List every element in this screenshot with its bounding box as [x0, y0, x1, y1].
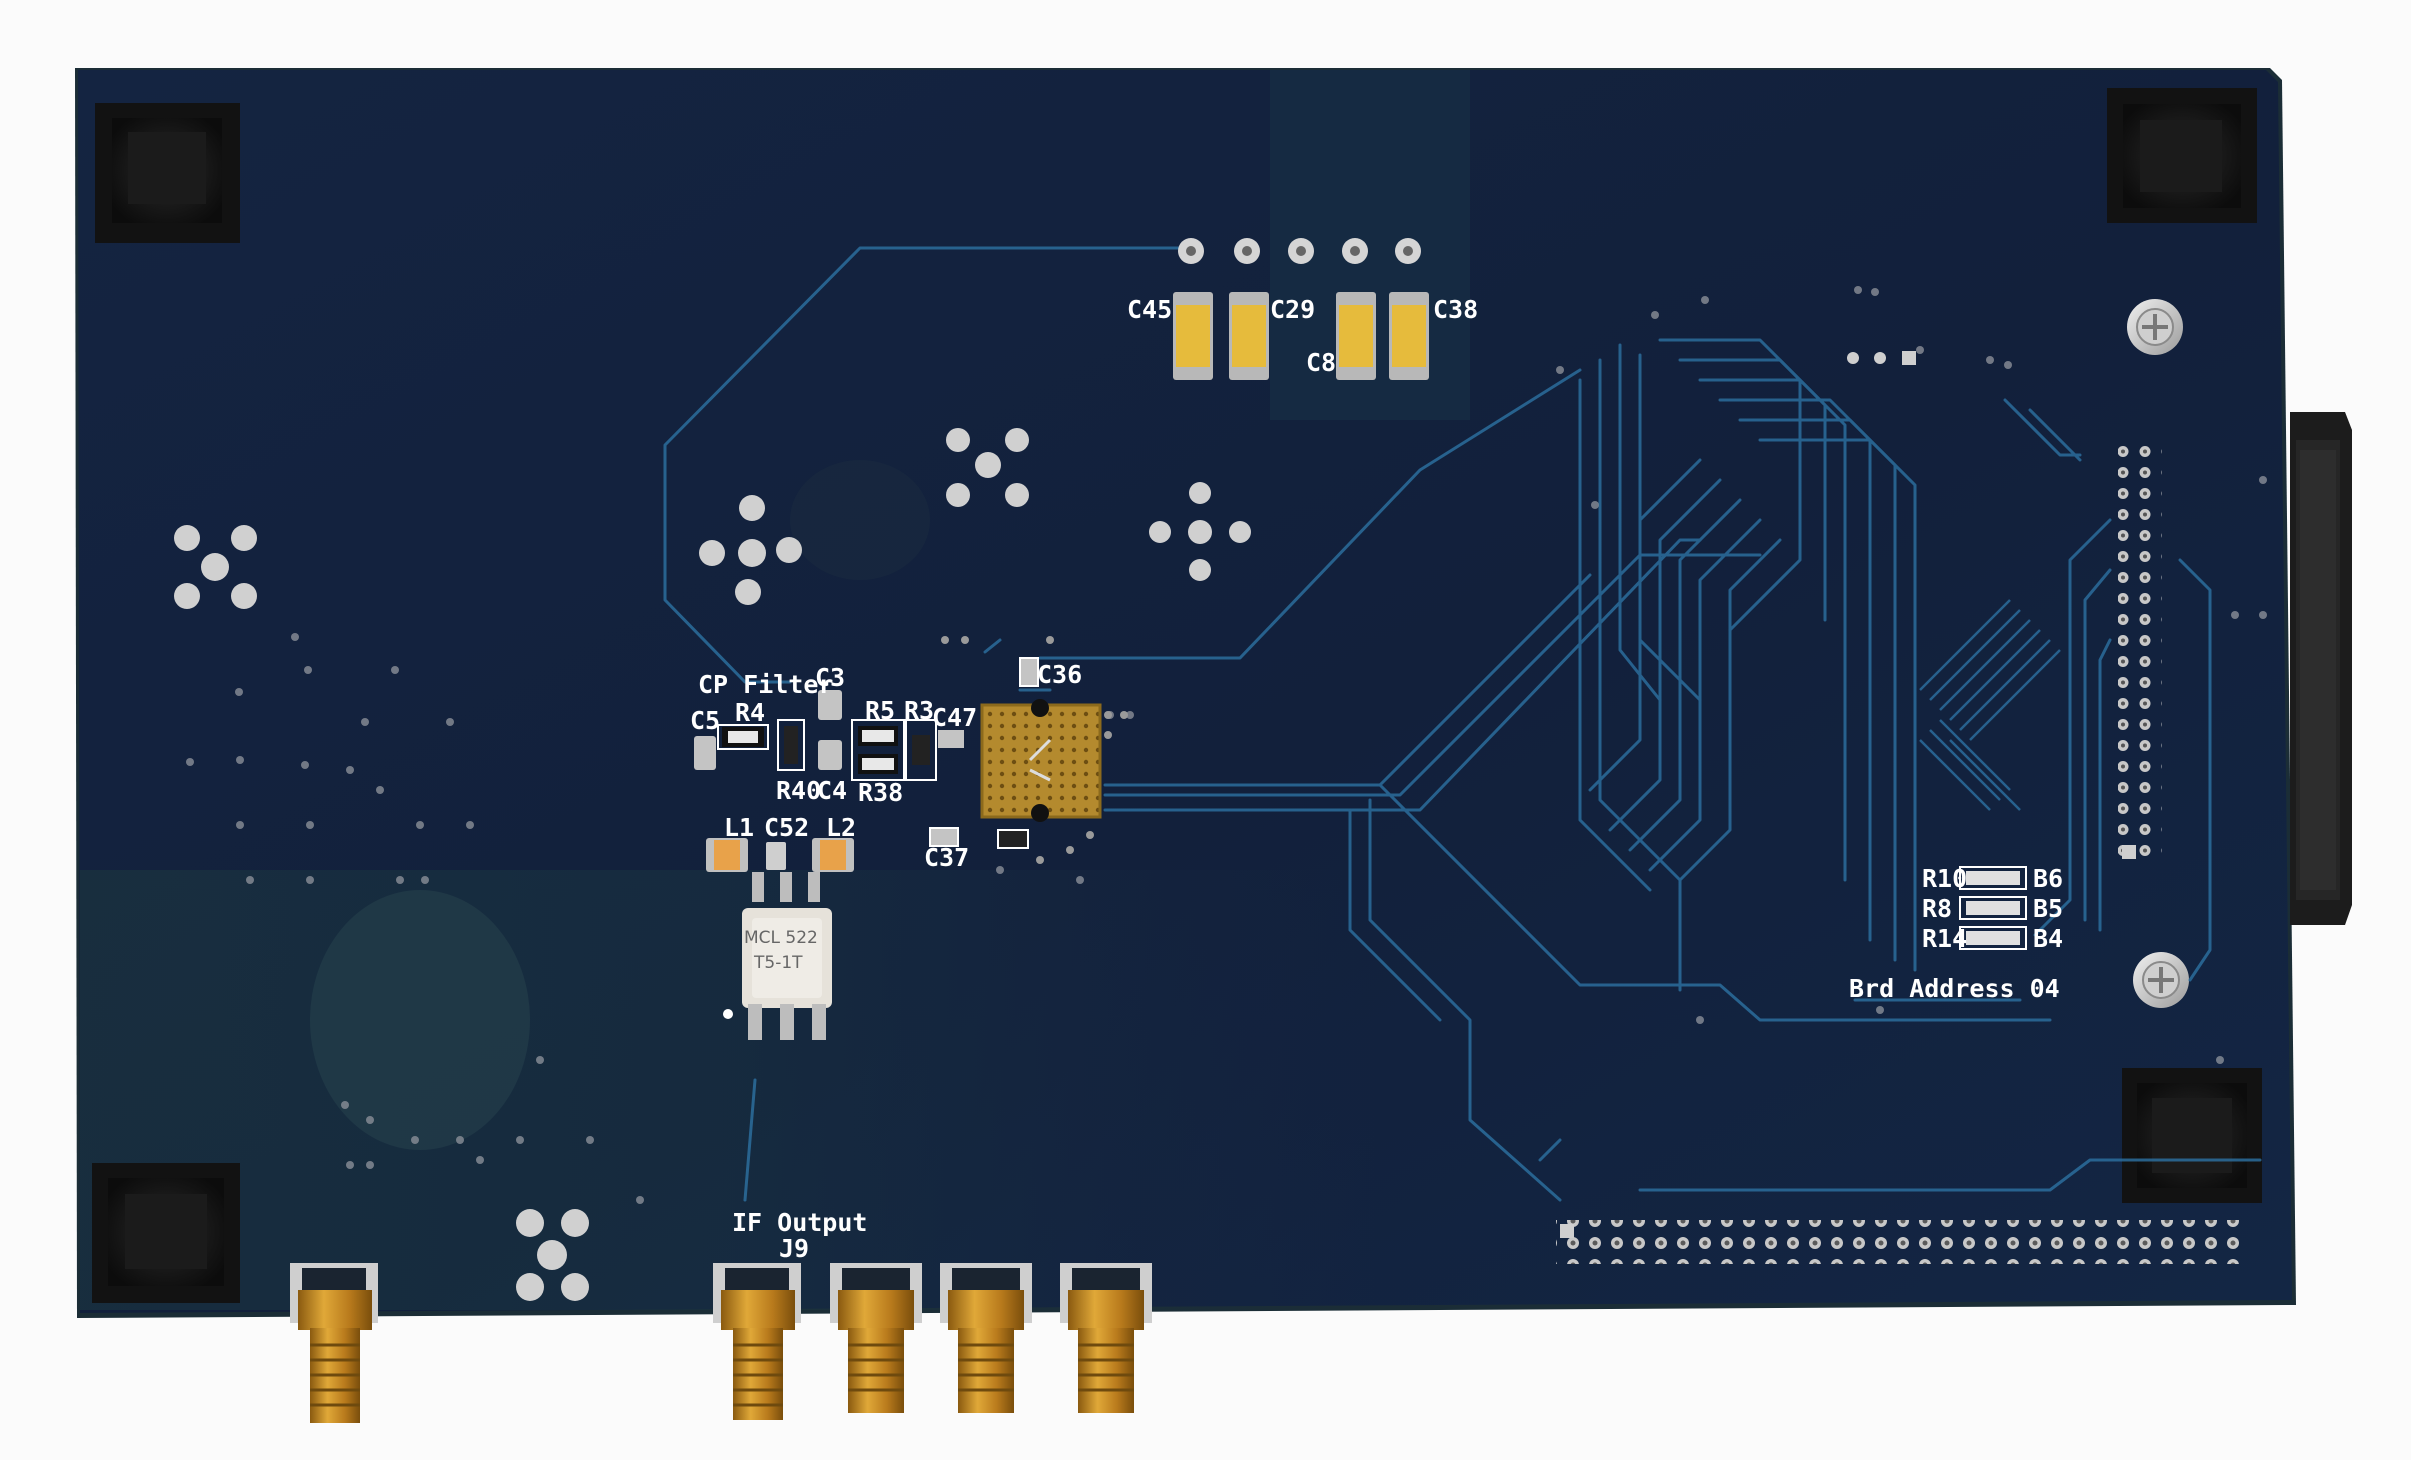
label-b5: B5 [2033, 894, 2064, 923]
smd-components [694, 657, 1039, 849]
label-c52: C52 [764, 813, 810, 842]
ic-footprint [941, 636, 1128, 864]
label-l1: L1 [724, 813, 755, 842]
address-resistors [1959, 866, 2027, 950]
label-l2: L2 [826, 813, 857, 842]
label-r38: R38 [858, 778, 904, 807]
edge-connector [2290, 412, 2352, 925]
label-if-output: IF Output [732, 1208, 868, 1237]
sma-connector-4 [1060, 1263, 1152, 1413]
label-r5: R5 [865, 696, 896, 725]
label-c5: C5 [690, 706, 721, 735]
transformer-marking-line2: T5-1T [754, 953, 803, 973]
label-c4: C4 [817, 776, 848, 805]
label-c37: C37 [924, 843, 970, 872]
screw-top [2127, 299, 2183, 355]
label-c3: C3 [815, 663, 846, 692]
trace-bundle [1919, 599, 2061, 811]
sma-connector-left [290, 1263, 378, 1423]
test-pads [1847, 351, 1916, 365]
pin-header-bottom [1556, 1220, 2242, 1264]
bumper-bottom-right [2122, 1068, 2262, 1203]
label-j9: J9 [779, 1234, 810, 1263]
label-brd-address: Brd Address 04 [1849, 974, 2060, 1003]
label-c47: C47 [932, 703, 978, 732]
sma-connector-3 [940, 1263, 1032, 1413]
top-pads [1178, 238, 1421, 264]
rf-transformer [723, 908, 832, 1040]
pcb-traces [663, 246, 2262, 1202]
label-c36: C36 [1037, 660, 1083, 689]
inductors [706, 838, 854, 902]
screw-bottom [2133, 952, 2189, 1008]
bumper-bottom-left [92, 1163, 240, 1303]
pin-header-right [2118, 441, 2162, 861]
label-r8: R8 [1922, 894, 1953, 923]
label-b4: B4 [2033, 924, 2064, 953]
label-c29: C29 [1270, 295, 1316, 324]
label-r40: R40 [776, 776, 822, 805]
label-c38: C38 [1433, 295, 1479, 324]
small-vias [186, 286, 2267, 1204]
label-r14: R14 [1922, 924, 1968, 953]
sma-connector-j9 [713, 1263, 801, 1420]
label-c8: C8 [1306, 348, 1337, 377]
sma-connector-2 [830, 1263, 922, 1413]
tantalum-capacitors [1173, 292, 1429, 380]
label-r10: R10 [1922, 864, 1968, 893]
transformer-marking-line1: MCL 522 [744, 928, 818, 948]
label-r3: R3 [904, 696, 935, 725]
label-cp-filter: CP Filter [698, 670, 834, 699]
label-r4: R4 [735, 698, 766, 727]
via-clusters [174, 428, 1251, 1301]
bumper-top-right [2107, 88, 2257, 223]
bumper-top-left [95, 103, 240, 243]
label-b6: B6 [2033, 864, 2064, 893]
label-c45: C45 [1127, 295, 1173, 324]
